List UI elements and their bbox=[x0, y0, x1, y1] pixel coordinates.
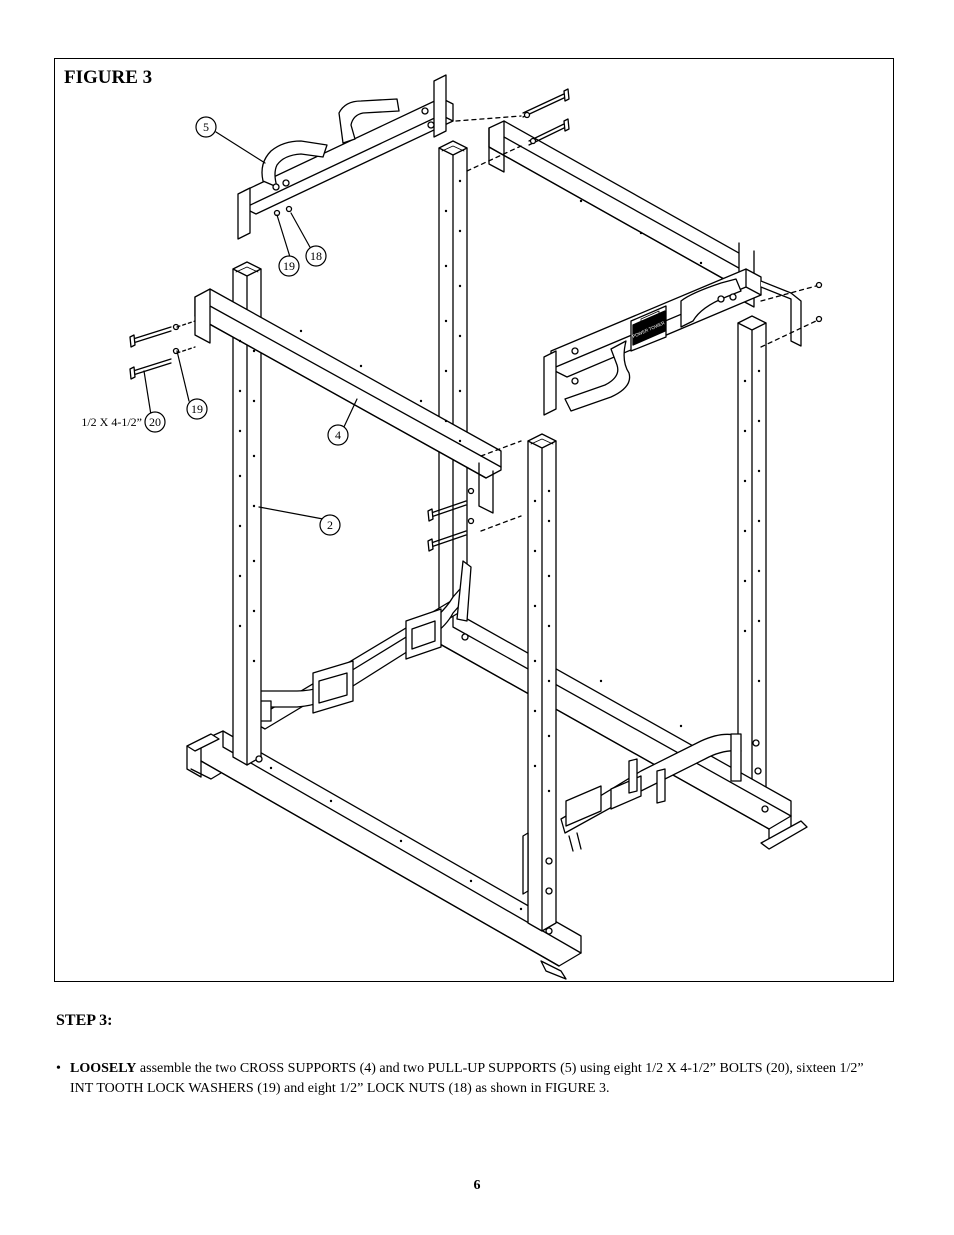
callout-2: 2 bbox=[319, 514, 341, 536]
callout-19-left-label: 19 bbox=[191, 402, 203, 416]
upright-holes bbox=[238, 179, 761, 911]
upright-front-right bbox=[522, 433, 557, 932]
callout-5: 5 bbox=[195, 116, 217, 138]
callout-5-label: 5 bbox=[203, 120, 209, 134]
step-heading: STEP 3: bbox=[56, 1012, 113, 1029]
instruction-item: • LOOSELY assemble the two CROSS SUPPORT… bbox=[56, 1059, 886, 1099]
assembly-diagram: 5 19 18 19 20 4 2 1/2 X 4-1/2” POWER TOW… bbox=[81, 74, 823, 980]
callout-19-top-label: 19 bbox=[283, 259, 295, 273]
cross-support-front bbox=[194, 288, 502, 514]
bolts-front-right bbox=[427, 440, 522, 552]
callout-20-label: 20 bbox=[149, 415, 161, 429]
figure-title: FIGURE 3 bbox=[64, 67, 153, 88]
page-number: 6 bbox=[473, 1178, 481, 1193]
bolts-rear-top bbox=[455, 88, 570, 172]
cross-support-rear bbox=[488, 120, 755, 308]
bolt-size-label: 1/2 X 4-1/2” bbox=[81, 415, 142, 429]
callout-4-label: 4 bbox=[335, 428, 341, 442]
curved-support-left bbox=[248, 560, 472, 722]
callout-20: 20 bbox=[144, 411, 166, 433]
bolts-rear-right bbox=[760, 281, 823, 348]
callout-18-label: 18 bbox=[310, 249, 322, 263]
callout-18: 18 bbox=[305, 245, 327, 267]
figure-frame: FIGURE 3 bbox=[54, 58, 894, 982]
brand-plate bbox=[632, 310, 666, 346]
instruction-body: assemble the two CROSS SUPPORTS (4) and … bbox=[70, 1061, 864, 1096]
curved-support-right bbox=[560, 733, 742, 852]
callout-2-label: 2 bbox=[327, 518, 333, 532]
upright-back-left bbox=[438, 140, 468, 618]
pull-up-support-front bbox=[237, 74, 454, 240]
bolts-front-left bbox=[129, 320, 196, 380]
bullet: • bbox=[56, 1061, 61, 1076]
instruction-emphasis: LOOSELY bbox=[70, 1061, 137, 1076]
callout-19-top: 19 bbox=[278, 255, 300, 277]
upright-back-right bbox=[737, 315, 767, 802]
callout-19-left: 19 bbox=[186, 398, 208, 420]
callout-4: 4 bbox=[327, 424, 349, 446]
instruction-text: LOOSELY assemble the two CROSS SUPPORTS … bbox=[70, 1059, 886, 1099]
leader-lines bbox=[143, 131, 358, 520]
base-front-bar bbox=[186, 730, 582, 980]
nuts-pull-up-front bbox=[255, 107, 769, 935]
